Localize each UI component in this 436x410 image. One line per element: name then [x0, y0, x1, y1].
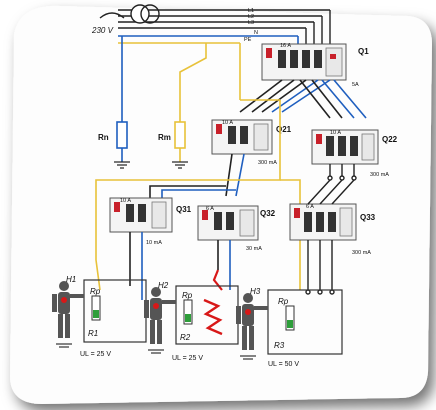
- q21-rating: 10 A: [222, 120, 233, 126]
- ul2-label: UL = 25 V: [172, 355, 203, 362]
- supply-voltage: 230 V: [91, 26, 114, 35]
- q32-sensitivity: 30 mA: [246, 246, 262, 252]
- svg-text:N: N: [254, 30, 258, 36]
- q31-rating: 10 A: [120, 198, 131, 204]
- conductor-labels: L1 L2 L3 N PE: [244, 8, 258, 43]
- svg-text:L2: L2: [248, 14, 254, 20]
- rm-branch: [174, 43, 207, 162]
- load-box-3: [267, 289, 343, 355]
- q31-output-wires: [129, 232, 143, 300]
- r2-label: R2: [180, 333, 191, 342]
- q33-input-wires: [307, 179, 355, 205]
- q1-sensitivity: 5A: [352, 82, 359, 88]
- person-h2-label: H2: [158, 281, 169, 290]
- transformer-symbol: [99, 4, 160, 24]
- rp3-label: Rp: [278, 297, 289, 306]
- ul1-label: UL = 25 V: [80, 351, 111, 358]
- q31-name: Q31: [176, 205, 192, 214]
- breaker-q32[interactable]: [197, 205, 259, 241]
- diagram-card: [10, 5, 432, 404]
- breaker-q22[interactable]: [311, 129, 379, 165]
- q33-sensitivity: 300 mA: [352, 250, 371, 256]
- q22-name: Q22: [382, 135, 398, 144]
- supply-lines: [118, 9, 331, 44]
- rm-ground-icon: [172, 161, 188, 169]
- q1-rating: 16 A: [280, 43, 291, 49]
- ul3-label: UL = 50 V: [268, 361, 299, 368]
- svg-text:L3: L3: [248, 20, 254, 26]
- person-h3-icon: [236, 293, 268, 350]
- q21-name: Q21: [276, 125, 292, 134]
- breaker-q1[interactable]: [261, 43, 347, 81]
- svg-text:L1: L1: [248, 8, 254, 14]
- breaker-q31[interactable]: [109, 197, 173, 233]
- rn-label: Rn: [98, 133, 109, 142]
- person-h1-label: H1: [66, 275, 76, 284]
- r1-label: R1: [88, 329, 98, 338]
- q21-sensitivity: 300 mA: [258, 160, 277, 166]
- q22-rating: 10 A: [330, 130, 341, 136]
- rm-label: Rm: [158, 133, 171, 142]
- q32-name: Q32: [260, 209, 276, 218]
- r3-label: R3: [274, 341, 285, 350]
- q33-name: Q33: [360, 213, 376, 222]
- q1-name: Q1: [358, 47, 369, 56]
- person-h3-label: H3: [250, 287, 261, 296]
- rn-ground-icon: [114, 161, 130, 169]
- fault-current-path: [203, 298, 223, 336]
- rn-branch: [116, 36, 128, 162]
- pe-distribution: [95, 100, 281, 291]
- person-h1-icon: [52, 281, 84, 338]
- person-h2-icon: [144, 287, 176, 344]
- q1-output-wires: [239, 79, 367, 119]
- svg-text:PE: PE: [244, 37, 252, 43]
- q33-output-wires: [305, 240, 335, 295]
- breaker-q33[interactable]: [289, 203, 357, 241]
- q31-sensitivity: 10 mA: [146, 240, 162, 246]
- rp1-label: Rp: [90, 287, 101, 296]
- breaker-q21[interactable]: [211, 119, 273, 155]
- q33-rating: 6 A: [306, 204, 314, 210]
- q22-sensitivity: 300 mA: [370, 172, 389, 178]
- ground-icons: [56, 343, 256, 360]
- rp2-label: Rp: [182, 291, 193, 300]
- q21-output-wires: [149, 153, 245, 200]
- q32-rating: 6 A: [206, 206, 214, 212]
- q32-output-wires: [212, 240, 231, 291]
